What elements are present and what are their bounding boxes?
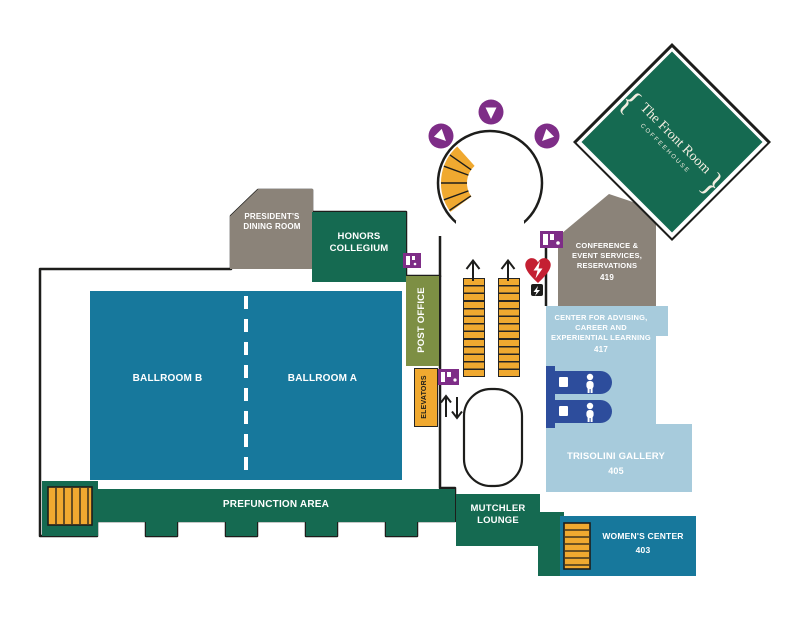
room-advising-extension	[656, 306, 668, 336]
prefunction-tab	[386, 520, 417, 536]
elevators-label: ELEVATORS	[421, 375, 428, 419]
advising-center-label: CENTER FOR ADVISING, CAREER AND EXPERIEN…	[548, 313, 654, 356]
curved-stairs-icon	[441, 146, 476, 212]
entry-marker-icon	[534, 123, 560, 149]
conference-services-label: CONFERENCE & EVENT SERVICES, RESERVATION…	[566, 241, 648, 284]
entry-marker-icon	[478, 99, 504, 125]
restroom-icon	[559, 402, 594, 422]
ballroom-b-label: BALLROOM B	[132, 373, 203, 384]
rotunda-opening	[456, 221, 524, 239]
womens-center-number: 403	[635, 545, 651, 556]
ballroom-divider	[244, 296, 248, 475]
advising-center-name: CENTER FOR ADVISING, CAREER AND EXPERIEN…	[551, 313, 651, 342]
restroom-bar	[551, 400, 612, 423]
up-arrow-icon	[500, 258, 516, 281]
aed-icon	[525, 258, 551, 283]
advising-center-number: 417	[594, 345, 608, 355]
room-ballroom	[90, 291, 402, 480]
room-prefunction-area	[97, 489, 455, 522]
mutchler-lounge-label: MUTCHLER LOUNGE	[470, 503, 526, 527]
trisolini-gallery-label: TRISOLINI GALLERY 405	[551, 451, 681, 478]
restroom-block	[546, 366, 555, 428]
ballroom-a-label: BALLROOM A	[287, 373, 358, 384]
conference-services-number: 419	[600, 273, 614, 283]
prefunction-tab	[146, 520, 177, 536]
room-mutchler-lounge	[456, 494, 540, 546]
prefunction-tab	[306, 520, 337, 536]
honors-collegium-label: HONORS COLLEGIUM	[329, 231, 389, 255]
trisolini-gallery-name: TRISOLINI GALLERY	[566, 451, 666, 462]
up-arrow-icon	[465, 258, 481, 281]
vending-machine-icon	[540, 231, 563, 248]
vending-machine-icon	[438, 369, 459, 385]
room-post-office	[406, 276, 439, 366]
room-gallery-extension	[656, 424, 692, 492]
emergency-tag-icon	[531, 284, 543, 296]
room-elevators	[414, 368, 438, 427]
stairs-icon	[563, 522, 591, 570]
vending-machine-icon	[403, 253, 421, 268]
restroom-bar	[551, 371, 612, 394]
conference-services-name: CONFERENCE & EVENT SERVICES, RESERVATION…	[572, 241, 642, 270]
restroom-icon	[559, 373, 594, 393]
presidents-dining-label: PRESIDENT'S DINING ROOM	[243, 212, 301, 232]
womens-center-label: WOMEN'S CENTER 403	[593, 531, 693, 556]
stairs-icon	[47, 486, 93, 526]
prefunction-tab	[226, 520, 257, 536]
elevator-direction-icons	[440, 394, 463, 420]
trisolini-gallery-number: 405	[608, 466, 624, 477]
room-honors-collegium	[312, 212, 406, 282]
entry-marker-icon	[428, 123, 454, 149]
post-office-label: POST OFFICE	[416, 287, 427, 353]
room-advising-gallery-wing	[546, 306, 656, 492]
prefunction-area-label: PREFUNCTION AREA	[222, 499, 330, 510]
stairwell-block-southeast	[538, 512, 564, 576]
womens-center-name: WOMEN'S CENTER	[602, 531, 684, 541]
stairwell-oval	[462, 387, 524, 488]
